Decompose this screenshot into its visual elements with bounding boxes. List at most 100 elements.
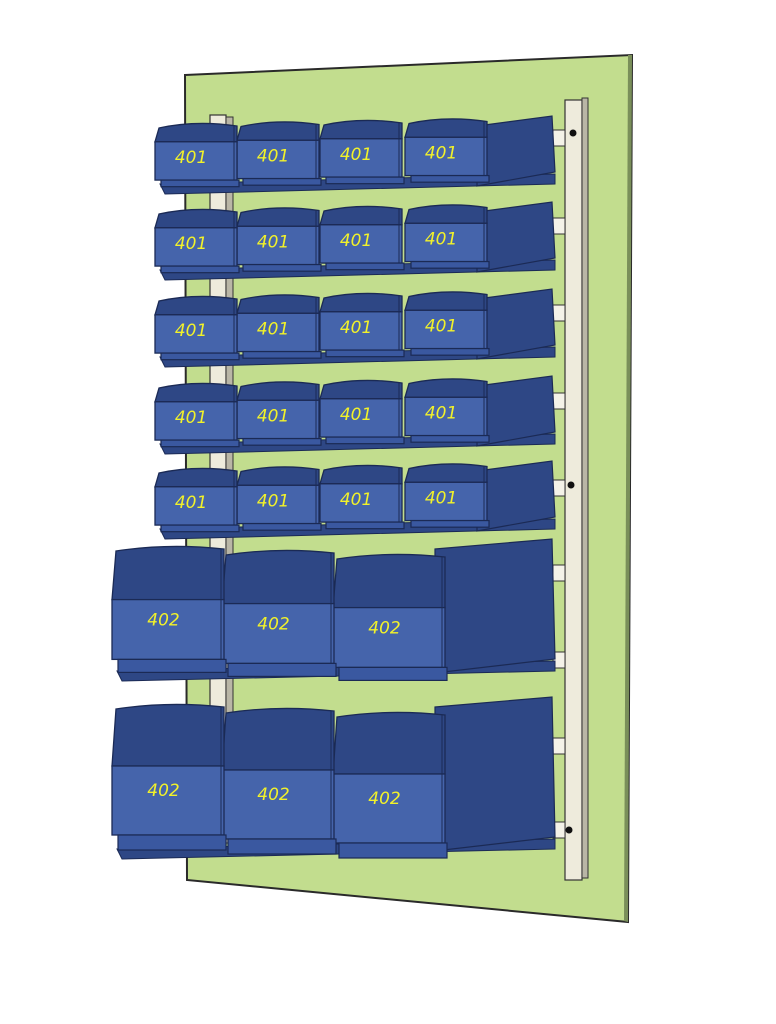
- bin-front: [404, 222, 488, 263]
- bin-row-402: 402 402 402: [111, 538, 556, 682]
- bin-top: [404, 118, 488, 138]
- storage-bin[interactable]: 401: [404, 118, 490, 183]
- bin-top: [236, 381, 320, 401]
- bin-label: 401: [425, 229, 457, 249]
- bin-lip: [117, 834, 227, 851]
- bin-top: [319, 205, 403, 226]
- bin-row-401: 401 401 401 401: [154, 201, 556, 281]
- bin-top: [236, 294, 320, 314]
- bin-lip: [325, 176, 405, 185]
- storage-bin[interactable]: 401: [154, 382, 240, 448]
- bin-front: [404, 309, 488, 350]
- bin-front: [154, 141, 238, 181]
- bin-top: [154, 467, 238, 488]
- bin-label: 401: [175, 408, 207, 428]
- bin-front: [404, 481, 488, 522]
- bin-top: [404, 204, 488, 224]
- bin-front: [319, 311, 403, 351]
- bin-front: [154, 227, 238, 267]
- rail-bracket: [552, 737, 566, 755]
- storage-bin[interactable]: 401: [154, 208, 240, 274]
- bin-front: [221, 769, 335, 840]
- panel-edge: [624, 55, 632, 922]
- bin-top: [319, 119, 403, 140]
- storage-bin[interactable]: 402: [221, 707, 337, 855]
- storage-bin[interactable]: 402: [221, 549, 337, 678]
- storage-bin[interactable]: 401: [319, 292, 405, 358]
- storage-bin[interactable]: 401: [404, 463, 490, 528]
- bin-top: [404, 291, 488, 311]
- bin-side: [434, 538, 556, 674]
- bin-label: 401: [257, 406, 289, 426]
- storage-bin[interactable]: 402: [111, 703, 227, 851]
- bin-front: [236, 139, 320, 180]
- storage-bin[interactable]: 401: [154, 122, 240, 188]
- bin-top: [236, 207, 320, 227]
- bin-label: 402: [147, 781, 179, 801]
- bin-side: [434, 696, 556, 852]
- bin-label: 401: [175, 148, 207, 168]
- bin-lip: [227, 838, 337, 855]
- rail-bracket: [552, 217, 566, 235]
- rail-bracket: [552, 479, 566, 497]
- bin-lip: [325, 521, 405, 530]
- storage-bin[interactable]: 401: [319, 205, 405, 271]
- storage-bin[interactable]: 402: [332, 553, 448, 682]
- storage-bin[interactable]: 401: [236, 381, 322, 446]
- bin-label: 401: [257, 232, 289, 252]
- bin-front: [221, 602, 335, 665]
- bin-top: [319, 464, 403, 485]
- bin-front: [236, 312, 320, 353]
- storage-bin[interactable]: 401: [154, 295, 240, 361]
- storage-bin[interactable]: 401: [236, 466, 322, 531]
- storage-bin[interactable]: 401: [319, 119, 405, 185]
- bin-lip: [242, 263, 322, 272]
- storage-bin[interactable]: 401: [404, 291, 490, 356]
- bin-label: 401: [257, 491, 289, 511]
- bin-lip: [160, 179, 240, 188]
- bin-top: [154, 382, 238, 403]
- storage-bin[interactable]: 401: [319, 379, 405, 445]
- bin-lip: [160, 439, 240, 448]
- bin-top: [111, 545, 225, 601]
- bin-top: [221, 707, 335, 771]
- bin-lip: [410, 174, 490, 183]
- storage-bin[interactable]: 401: [236, 207, 322, 272]
- bin-label: 401: [425, 316, 457, 336]
- bin-top: [154, 295, 238, 316]
- bin-lip: [325, 436, 405, 445]
- bin-label: 402: [368, 619, 400, 639]
- storage-bin[interactable]: 401: [236, 121, 322, 186]
- bin-label: 401: [340, 318, 372, 338]
- bin-top: [404, 378, 488, 398]
- bin-lip: [242, 437, 322, 446]
- bin-row-401: 401 401 401 401: [154, 375, 556, 455]
- bin-top: [221, 549, 335, 605]
- storage-bin[interactable]: 401: [404, 378, 490, 443]
- bin-top: [236, 121, 320, 141]
- bin-front: [319, 138, 403, 178]
- bin-label: 401: [340, 490, 372, 510]
- storage-bin[interactable]: 401: [404, 204, 490, 269]
- storage-bin[interactable]: 401: [319, 464, 405, 530]
- bin-front: [111, 765, 225, 836]
- bin-lip: [410, 347, 490, 356]
- bin-top: [319, 292, 403, 313]
- storage-bin[interactable]: 401: [236, 294, 322, 359]
- bin-top: [332, 553, 446, 609]
- rail-bracket: [552, 651, 566, 669]
- storage-bin[interactable]: 402: [111, 545, 227, 674]
- bin-label: 401: [257, 146, 289, 166]
- rail-bracket: [552, 392, 566, 410]
- bin-lip: [117, 658, 227, 674]
- storage-bin[interactable]: 402: [332, 711, 448, 859]
- mount-screw: [567, 481, 575, 489]
- bin-label: 402: [147, 611, 179, 631]
- bin-label: 401: [340, 405, 372, 425]
- bin-lip: [242, 177, 322, 186]
- bin-lip: [338, 666, 448, 682]
- storage-bin[interactable]: 401: [154, 467, 240, 533]
